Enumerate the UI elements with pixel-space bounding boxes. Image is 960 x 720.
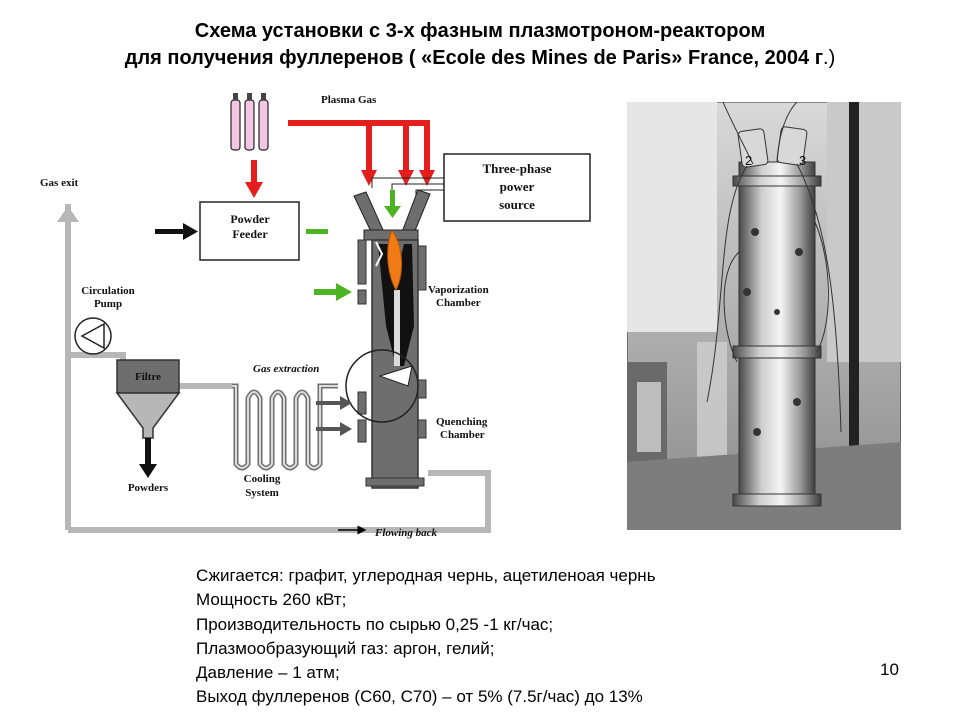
plasma-gas-red-lines: [245, 120, 435, 198]
gas-cylinders: [230, 93, 269, 151]
cooling-system-coil-highlight: [232, 385, 338, 469]
powder-feeder-label-1: Powder: [230, 212, 270, 226]
reactor: [353, 189, 431, 489]
param-power: Мощность 260 кВт;: [196, 590, 347, 610]
param-pressure: Давление – 1 атм;: [196, 663, 340, 683]
circulation-pump-triangle: [80, 322, 105, 350]
powder-input-arrow: [155, 223, 198, 240]
vaporization-green-arrow: [314, 283, 352, 301]
reactor-photo: 2 3: [627, 102, 901, 530]
powder-output-green-line: [306, 229, 328, 234]
filtre: [115, 359, 181, 439]
gas-exit-label: Gas exit: [40, 177, 79, 189]
slide-title-line-2-text: для получения фуллеренов ( «Ecole des Mi…: [124, 47, 824, 69]
power-source-box: [443, 153, 591, 222]
vaporization-chamber-label-1: Vaporization: [428, 284, 489, 296]
powder-feeder-box: [199, 201, 300, 261]
power-cables: [371, 177, 444, 205]
power-source-label-1: Three-phase: [482, 161, 551, 176]
param-productivity: Производительность по сырью 0,25 -1 кг/ч…: [196, 614, 554, 634]
plasmatron-scheme-diagram: Plasma Gas Three-phase power source Powd…: [40, 93, 591, 539]
page-number: 10: [880, 660, 899, 679]
slide-title-line-2: для получения фуллеренов ( «Ecole des Mi…: [0, 47, 960, 70]
flowing-back-label: Flowing back: [374, 527, 438, 539]
plasma-gas-label: Plasma Gas: [321, 94, 377, 106]
powder-feeder-label-2: Feeder: [232, 227, 268, 241]
power-source-label-3: source: [499, 197, 535, 212]
param-yield: Выход фуллеренов (С60, С70) – от 5% (7.5…: [196, 687, 643, 707]
powder-injection-green-arrow: [384, 190, 401, 218]
param-plasma-gas: Плазмообразующий газ: аргон, гелий;: [196, 638, 495, 658]
quenching-input-arrows: [316, 396, 352, 436]
powders-label: Powders: [128, 482, 169, 494]
photo-label-3: 3: [799, 153, 806, 168]
powders-output-arrow: [139, 438, 157, 478]
cooling-system-label-2: System: [245, 487, 279, 499]
photo-label-2: 2: [745, 153, 752, 168]
circulation-pump-label-2: Pump: [94, 298, 122, 310]
slide-title-line-2-tail: .): [823, 47, 836, 69]
process-parameters: Сжигается: графит, углеродная чернь, аце…: [196, 564, 836, 710]
quenching-chamber-label-2: Chamber: [440, 429, 485, 441]
circulation-pump-label-1: Circulation: [81, 285, 135, 297]
gas-extraction-label: Gas extraction: [253, 363, 319, 375]
cooling-system-label-1: Cooling: [244, 473, 281, 485]
gas-exit-arrow: [57, 206, 79, 222]
param-burned: Сжигается: графит, углеродная чернь, аце…: [196, 566, 656, 585]
vaporization-chamber-label-2: Chamber: [436, 297, 481, 309]
quenching-chamber-label-1: Quenching: [436, 416, 488, 428]
filtre-label: Filtre: [135, 371, 161, 383]
extraction-zone-circle: [345, 349, 419, 423]
power-source-label-2: power: [500, 179, 535, 194]
slide-title-line-1: Схема установки с 3-х фазным плазмотроно…: [194, 20, 766, 42]
